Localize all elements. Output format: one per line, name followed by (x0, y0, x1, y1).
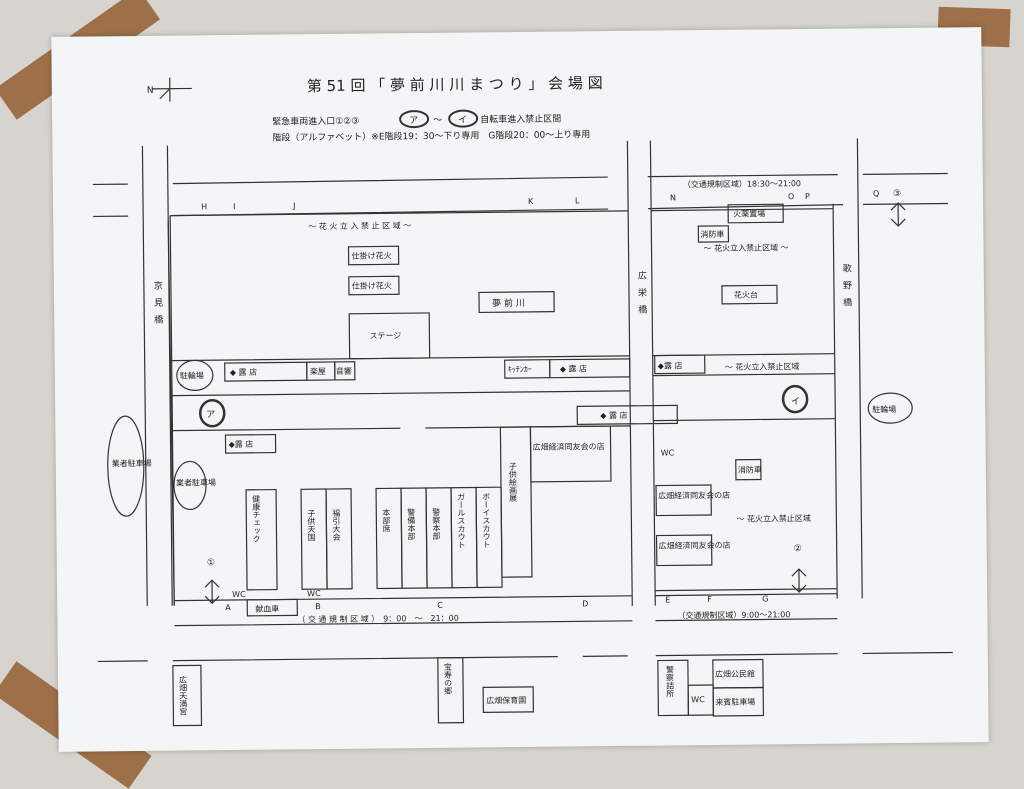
bike-parking-left: 駐輪場 (180, 370, 204, 380)
blood-donation: 献血車 (255, 604, 279, 614)
wc-b: WC (307, 589, 321, 598)
wc-mid: WC (661, 448, 675, 457)
entrance-arrow-3 (890, 202, 906, 227)
bridge-utano: 歌野橋 (841, 262, 852, 314)
fire-engine-2: 消防車 (738, 464, 762, 474)
entrance-3: ③ (893, 189, 901, 199)
stage: ステージ (369, 331, 401, 340)
north-arrow (151, 77, 192, 102)
point-h: H (201, 202, 207, 211)
map-paper: 第 51 回 「 夢 前 川 川 ま つ り 」 会 場 図 N 緊急車両進入口… (51, 27, 989, 752)
point-q: Q (873, 189, 879, 198)
road-top (92, 172, 949, 218)
gakuya: 楽屋 (310, 366, 326, 376)
stall-2: ◆ 露 店 (560, 363, 587, 373)
police-box: 警察詰所 (665, 664, 674, 698)
lottery: 福引大会 (332, 509, 341, 542)
fireworks-stand: 花火台 (734, 290, 758, 300)
no-fireworks-r2: 〜 花火立入禁止区域 (725, 361, 800, 372)
point-d: D (582, 599, 588, 608)
point-b: B (315, 602, 321, 611)
kitchen-car: ｷｯﾁﾝｶｰ (508, 365, 532, 374)
police-hq: 警察本部 (432, 507, 441, 541)
guest-parking: 来賓駐車場 (715, 697, 755, 707)
traffic-bottom-left: （ 交 通 規 制 区 域 ） 9：00 ～ 21：00 (297, 613, 459, 625)
keizai-store: 広畑経済同友会の店 (533, 441, 605, 452)
no-fireworks-main: 〜 花 火 立 入 禁 止 区 域 〜 (308, 220, 411, 231)
legend-mark-a: ア (409, 116, 418, 126)
entrance-1: ① (207, 558, 215, 568)
traffic-bottom-right: （交通規制区域）9:00〜21:00 (677, 609, 790, 620)
legend-tilde: ～ (433, 116, 442, 126)
wc-a: WC (232, 590, 246, 599)
stall-1: ◆ 露 店 (230, 367, 257, 377)
gunpowder-storage: 火薬置場 (733, 208, 765, 218)
hirohata-tenmangu: 広畑天満宮 (178, 675, 187, 717)
entrance-arrow-1 (204, 579, 220, 605)
wc-bottom: WC (691, 695, 705, 704)
vendor-parking-left: 業者駐車場 (112, 458, 152, 468)
point-j: J (292, 201, 295, 210)
legend-stairs: 階段（アルファベット）※E階段19：30〜下り専用 G階段20：00〜上り専用 (272, 128, 590, 143)
stall-3: ◆露 店 (658, 360, 683, 370)
point-l: L (575, 196, 580, 205)
river-right (832, 138, 863, 599)
takarajutsu: 宝寿の郷 (443, 662, 452, 696)
legend-prefix: 緊急車両進入口①②③ (272, 115, 359, 128)
security-hq: 警備本部 (407, 507, 416, 541)
kids-heaven: 子供天国 (307, 509, 316, 542)
point-i: I (233, 202, 235, 211)
legend-mark-i: イ (458, 116, 467, 126)
no-fireworks-r3: 〜 花火立入禁止区域 (736, 513, 811, 524)
mark-a: ア (206, 410, 215, 420)
kids-art: 子供絵画展 (508, 462, 517, 503)
kouei-road (626, 140, 656, 606)
point-f: F (707, 595, 712, 604)
onkyo: 音響 (336, 366, 352, 376)
entrance-arrow-2 (791, 568, 807, 593)
point-n: N (670, 193, 676, 202)
point-p: P (805, 192, 810, 201)
page-title: 第 51 回 「 夢 前 川 川 ま つ り 」 会 場 図 (307, 74, 603, 95)
river-left (141, 145, 173, 606)
point-c: C (437, 601, 443, 610)
shikake-1: 仕掛け花火 (352, 250, 392, 260)
north-label: N (147, 86, 154, 96)
shikake-2: 仕掛け花火 (352, 280, 392, 290)
stall-4: ◆ 露 店 (600, 410, 627, 420)
keizai-store-2: 広畑経済同友会の店 (658, 490, 730, 501)
fire-engine-1: 消防車 (700, 229, 724, 239)
entrance-2: ② (794, 544, 802, 554)
keizai-store-3: 広畑経済同友会の店 (659, 540, 731, 551)
health-check: 健康チェック (252, 494, 262, 543)
no-fireworks-r1: 〜 花火立入禁止区域 〜 (703, 242, 788, 253)
mark-i: イ (791, 397, 800, 407)
bridge-kyomi: 京見橋 (152, 280, 163, 332)
hq-seat: 本部席 (382, 507, 391, 533)
point-a: A (225, 603, 231, 612)
point-g: G (762, 594, 768, 603)
bike-parking-right: 駐輪場 (872, 404, 896, 414)
community-center: 広畑公民館 (715, 669, 755, 679)
yumesakigawa: 夢 前 川 (492, 297, 525, 309)
bridge-kouei: 広栄橋 (636, 270, 647, 322)
point-k: K (528, 197, 534, 206)
vendor-parking: 業者駐車場 (176, 477, 216, 487)
traffic-top: （交通規制区域）18:30〜21:00 (683, 178, 801, 189)
venue-map: 第 51 回 「 夢 前 川 川 ま つ り 」 会 場 図 N 緊急車両進入口… (92, 74, 953, 727)
stall-5: ◆露 店 (229, 439, 254, 449)
legend-suffix: 自転車進入禁止区間 (480, 113, 561, 126)
nursery: 広畑保育園 (486, 695, 526, 705)
point-o: O (788, 192, 794, 201)
boy-scout: ボーイスカウト (482, 492, 492, 548)
girl-scout: ガールスカウト (457, 493, 467, 549)
point-e: E (665, 595, 670, 604)
